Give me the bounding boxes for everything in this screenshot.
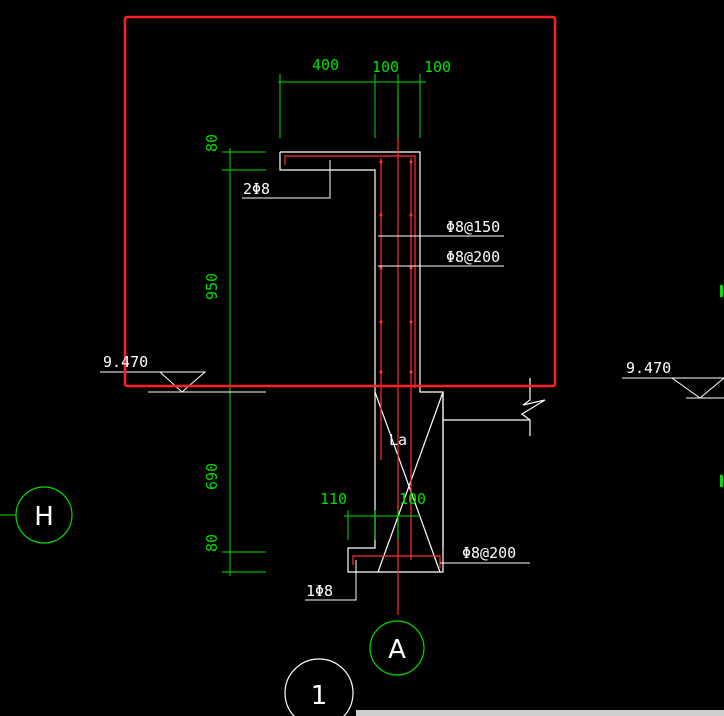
dim-100-b: 100 xyxy=(424,58,451,76)
label-phi8-200-lower: Φ8@200 xyxy=(462,544,516,562)
axis-bubble-a xyxy=(369,620,425,676)
dim-400: 400 xyxy=(312,56,339,74)
dim-100-a: 100 xyxy=(372,58,399,76)
highlight-rectangle xyxy=(123,15,557,388)
leader-lines xyxy=(242,160,530,601)
label-phi8-200-upper: Φ8@200 xyxy=(446,248,500,266)
rebar-top-hook xyxy=(284,155,416,388)
cross-line-1 xyxy=(374,391,441,573)
axis-bubble-h xyxy=(0,486,73,544)
label-2phi8: 2Φ8 xyxy=(243,180,270,198)
top-flange-inner xyxy=(279,152,444,573)
axis-bubble-1 xyxy=(284,658,354,716)
dim-950: 950 xyxy=(203,273,221,300)
dim-80-top: 80 xyxy=(203,134,221,152)
bottom-scrollbar[interactable] xyxy=(356,710,724,716)
rebar-bottom-hook xyxy=(352,555,441,568)
dim-100-mid: 100 xyxy=(399,490,426,508)
rebar-lines xyxy=(284,90,441,615)
axis-label-h: H xyxy=(34,502,54,532)
dim-690: 690 xyxy=(203,463,221,490)
top-flange-outline xyxy=(280,151,530,421)
elevation-right-text: 9.470 xyxy=(626,359,671,377)
axis-label-a: A xyxy=(388,635,406,665)
elevation-left-text: 9.470 xyxy=(103,353,148,371)
label-phi8-150: Φ8@150 xyxy=(446,218,500,236)
slab-break-line xyxy=(520,378,546,436)
dim-110: 110 xyxy=(320,490,347,508)
label-1phi8: 1Φ8 xyxy=(306,582,333,600)
elevation-marker-left xyxy=(100,371,266,393)
axis-label-1: 1 xyxy=(311,681,328,711)
rebar-dots xyxy=(379,160,413,374)
right-edge-fragments xyxy=(720,285,723,487)
label-la: La xyxy=(389,431,407,449)
dim-80-bottom: 80 xyxy=(203,534,221,552)
elevation-marker-right xyxy=(622,377,724,399)
